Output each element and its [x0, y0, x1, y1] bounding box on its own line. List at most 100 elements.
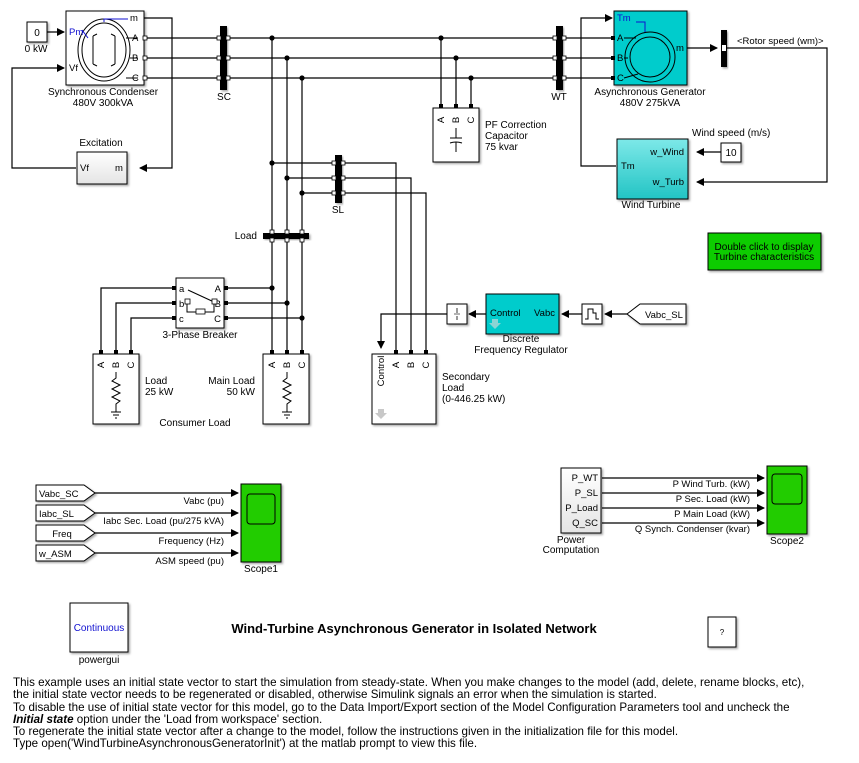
induction-machine-icon — [623, 21, 676, 83]
port-a-in: a — [179, 284, 185, 295]
from-tag-w-asm[interactable]: w_ASM — [35, 544, 96, 562]
capacitor-icon — [449, 128, 463, 152]
port-control: Control — [376, 356, 387, 387]
bus-sl[interactable]: SL — [331, 155, 346, 216]
port-a: A — [617, 33, 624, 44]
load-25-rating: 25 kW — [145, 387, 174, 398]
freq-regulator-name: Discrete — [503, 334, 540, 345]
powergui-mode: Continuous — [74, 623, 125, 634]
port-vf: Vf — [69, 63, 78, 74]
consumer-load-label: Consumer Load — [159, 418, 230, 429]
port-b: B — [111, 362, 122, 368]
signal-label: Q Synch. Condenser (kvar) — [635, 524, 750, 535]
port-m-in: m — [115, 163, 123, 174]
three-phase-breaker-block[interactable]: a b c A B C 3-Phase Breaker — [162, 277, 238, 341]
port-m: m — [676, 43, 684, 54]
port-b: B — [451, 117, 462, 123]
wire-brk-c-in — [130, 317, 174, 352]
port-c: C — [617, 73, 624, 84]
zoh-step-icon — [585, 308, 599, 320]
scope2-name: Scope2 — [770, 536, 804, 547]
pf-capacitor-name: PF Correction — [485, 120, 547, 131]
wind-speed-value: 10 — [725, 148, 737, 159]
bus-wt[interactable]: WT — [551, 26, 567, 103]
freq-regulator-name2: Frequency Regulator — [474, 345, 568, 356]
wind-speed-block[interactable]: Wind speed (m/s) 10 — [692, 128, 770, 163]
port-pm: Pm — [69, 27, 83, 38]
port-p-wt: P_WT — [572, 473, 599, 484]
note-line-5: To regenerate the initial state vector a… — [13, 725, 679, 739]
resistor-icon — [281, 372, 293, 419]
load-25kw-block[interactable]: A B C Load 25 kW — [92, 350, 174, 425]
sync-condenser-name: Synchronous Condenser — [48, 87, 159, 98]
main-load-block[interactable]: A B C Main Load 50 kW — [208, 350, 310, 425]
port-b: B — [406, 362, 417, 368]
diagram-title: Wind-Turbine Asynchronous Generator in I… — [231, 621, 597, 636]
tag-label: Iabc_SL — [39, 509, 74, 520]
frequency-regulator-block[interactable]: Control Vabc Discrete Frequency Regulato… — [474, 293, 568, 356]
turbine-characteristics-button[interactable]: Double click to display Turbine characte… — [707, 232, 822, 271]
wind-turbine-block[interactable]: Tm w_Wind w_Turb Wind Turbine — [616, 138, 689, 211]
rotor-speed-selector[interactable]: <Rotor speed (wm)> — [721, 30, 824, 67]
port-c: C — [126, 361, 137, 368]
tag-label: Vabc_SC — [39, 489, 79, 500]
secondary-load-range: (0-446.25 kW) — [442, 394, 505, 405]
from-vabc-sl-tag[interactable]: Vabc_SL — [626, 303, 687, 325]
gain-block[interactable] — [446, 303, 468, 325]
help-button[interactable]: ? — [707, 616, 737, 648]
pf-capacitor-block[interactable]: A B C PF Correction Capacitor 75 kvar — [432, 104, 547, 163]
port-p-load: P_Load — [565, 503, 598, 514]
port-a: A — [391, 361, 402, 368]
resistor-icon — [110, 372, 122, 419]
main-load-rating: 50 kW — [227, 387, 256, 398]
port-b: B — [617, 53, 623, 64]
from-tag-iabc-sl[interactable]: Iabc_SL — [35, 504, 96, 522]
bus-sc[interactable]: SC — [216, 26, 231, 103]
tag-label: w_ASM — [38, 549, 72, 560]
port-b: B — [282, 362, 293, 368]
port-a: A — [132, 33, 139, 44]
from-tag-vabc-sc[interactable]: Vabc_SC — [35, 484, 96, 502]
async-generator-block[interactable]: Tm A B C m Asynchronous Generator 480V 2… — [594, 10, 706, 109]
async-generator-name: Asynchronous Generator — [594, 87, 706, 98]
wind-speed-label: Wind speed (m/s) — [692, 128, 770, 139]
scope2-block[interactable]: Scope2 — [766, 465, 808, 547]
scope1-block[interactable]: Scope1 — [240, 483, 282, 575]
wire-sec-a — [343, 162, 397, 352]
power-computation-block[interactable]: P_WT P_SL P_Load Q_SC Power Computation — [543, 467, 602, 556]
bus-load-label: Load — [235, 231, 257, 242]
scope-screen-icon — [246, 493, 276, 525]
secondary-load-name: Secondary — [442, 372, 490, 383]
tag-label: Freq — [52, 529, 72, 540]
constant-pm-block[interactable]: 0 0 kW — [25, 21, 48, 55]
sync-condenser-block[interactable]: Pm Vf m A B C Synchronous Condenser 480V… — [48, 10, 159, 109]
load-25-name: Load — [145, 376, 167, 387]
wire-sec-c — [343, 192, 427, 352]
power-computation-name2: Computation — [543, 545, 600, 556]
port-c: C — [297, 361, 308, 368]
port-a: A — [96, 361, 107, 368]
bus-sl-label: SL — [332, 205, 345, 216]
port-m: m — [130, 13, 138, 24]
zero-order-hold-block[interactable] — [581, 303, 603, 325]
constant-value: 0 — [34, 28, 40, 39]
port-b: B — [132, 53, 138, 64]
secondary-load-block[interactable]: Control A B C Secondary Load (0-446.25 k… — [371, 350, 505, 425]
port-c: C — [466, 116, 477, 123]
from-tag-freq[interactable]: Freq — [35, 524, 96, 542]
signal-label: P Wind Turb. (kW) — [673, 479, 750, 490]
power-computation-name: Power — [557, 535, 586, 546]
bus-load[interactable]: Load — [235, 229, 309, 243]
note-line-2: the initial state vector needs to be reg… — [13, 688, 657, 702]
breaker-switch-icon — [184, 289, 218, 315]
powergui-block[interactable]: Continuous powergui — [69, 602, 129, 666]
port-q-sc: Q_SC — [572, 518, 598, 529]
excitation-name: Excitation — [79, 138, 122, 149]
port-vf-out: Vf — [80, 163, 89, 174]
signal-label: Iabc Sec. Load (pu/275 kVA) — [103, 516, 224, 527]
scope2-signal-labels: P Wind Turb. (kW) P Sec. Load (kW) P Mai… — [635, 479, 750, 535]
excitation-block[interactable]: Excitation Vf m — [76, 138, 128, 185]
wire-m-excitation — [139, 17, 173, 172]
model-notes: This example uses an initial state vecto… — [13, 676, 853, 751]
